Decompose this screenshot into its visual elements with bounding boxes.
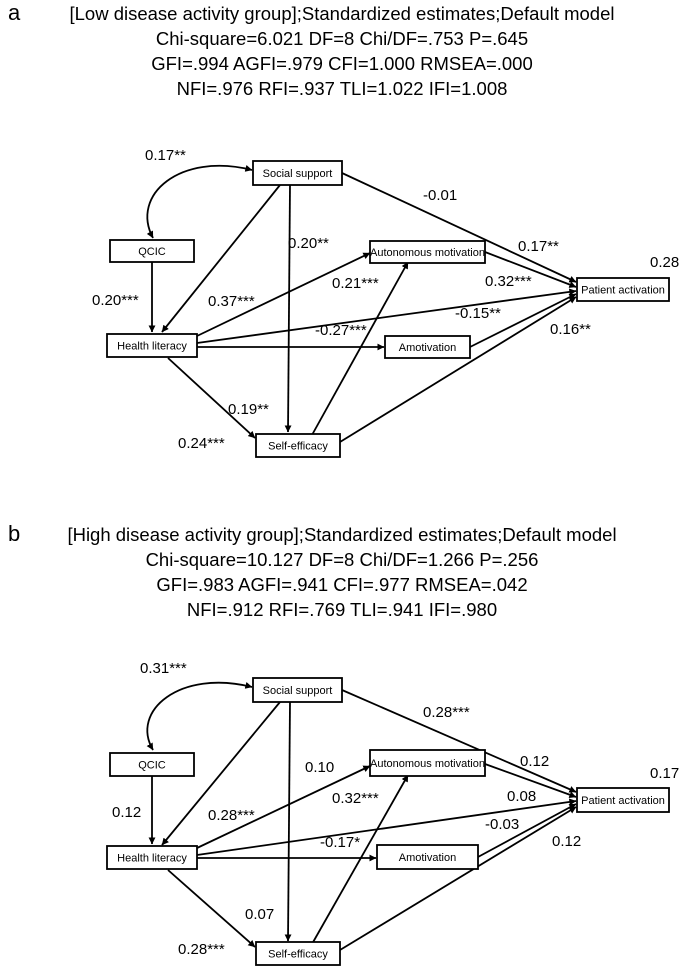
node-patient-activation: Patient activation [576, 787, 670, 813]
path-edges [146, 164, 577, 443]
model-title: [High disease activity group];Standardiz… [67, 524, 616, 545]
coef-self-auto: 0.32*** [332, 790, 379, 807]
svg-text:Autonomous motivation: Autonomous motivation [370, 247, 485, 259]
node-social-support: Social support [252, 677, 343, 703]
svg-text:Social support: Social support [263, 168, 333, 180]
edge-social-self [284, 701, 292, 942]
fit-line-1: Chi-square=10.127 DF=8 Chi/DF=1.266 P=.2… [146, 549, 539, 570]
panel-letter: b [8, 521, 20, 546]
edge-social-health [161, 701, 281, 846]
coef-health-patient: 0.08 [507, 788, 536, 805]
panel-letter: a [8, 0, 21, 25]
svg-text:Autonomous motivation: Autonomous motivation [370, 758, 485, 770]
path-coefficients: 0.31*** 0.12 0.28*** 0.12 0.17 0.10 0.28… [112, 660, 679, 958]
node-patient-activation: Patient activation [576, 277, 670, 302]
coef-health-auto: 0.37*** [208, 293, 255, 310]
coef-amot-patient: -0.03 [485, 816, 519, 833]
edge-social-self [284, 184, 292, 433]
node-self-efficacy: Self-efficacy [255, 433, 341, 458]
svg-text:Health literacy: Health literacy [117, 853, 187, 865]
coef-self-patient: 0.12 [552, 833, 581, 850]
node-qcic: QCIC [109, 239, 195, 263]
svg-text:Health literacy: Health literacy [117, 341, 187, 353]
covariance-arrow [146, 681, 253, 751]
coef-self-patient: 0.16** [550, 321, 591, 338]
edge-self-patient [339, 296, 577, 443]
edge-auto-patient [484, 763, 577, 799]
edge-amot-patient [477, 803, 577, 858]
fit-line-3: NFI=.976 RFI=.937 TLI=1.022 IFI=1.008 [177, 78, 508, 99]
edge-health-self [167, 357, 256, 439]
edge-self-patient [339, 806, 577, 951]
node-amotivation: Amotivation [376, 844, 479, 870]
edge-auto-patient [484, 251, 577, 288]
panel-a: a [Low disease activity group];Standardi… [8, 0, 679, 458]
coef-amot-patient: -0.15** [455, 305, 501, 322]
coef-qcic-health: 0.12 [112, 804, 141, 821]
coef-auto-patient: 0.17** [518, 238, 559, 255]
coef-social-auto: 0.10 [305, 759, 334, 776]
node-health-literacy: Health literacy [106, 333, 198, 358]
path-coefficients: 0.17** 0.20*** -0.01 0.17** 0.28 0.20** … [92, 147, 679, 452]
coef-social-self: 0.19** [228, 401, 269, 418]
svg-text:QCIC: QCIC [138, 246, 166, 258]
coef-health-amot: -0.27*** [315, 322, 367, 339]
edge-health-patient [196, 288, 577, 344]
coef-cov: 0.17** [145, 147, 186, 164]
edge-social-patient [341, 172, 577, 283]
fit-line-2: GFI=.994 AGFI=.979 CFI=1.000 RMSEA=.000 [151, 53, 533, 74]
panel-b: b [High disease activity group];Standard… [8, 521, 679, 966]
coef-self-auto: 0.21*** [332, 275, 379, 292]
fit-line-3: NFI=.912 RFI=.769 TLI=.941 IFI=.980 [187, 599, 497, 620]
fit-line-1: Chi-square=6.021 DF=8 Chi/DF=.753 P=.645 [156, 28, 528, 49]
node-qcic: QCIC [109, 752, 195, 777]
r-squared-patient: 0.17 [650, 765, 679, 782]
coef-health-auto: 0.28*** [208, 807, 255, 824]
svg-text:Patient activation: Patient activation [581, 285, 665, 297]
covariance-arrow [146, 164, 253, 239]
r-squared-patient: 0.28 [650, 254, 679, 271]
edge-health-patient [196, 798, 577, 856]
svg-text:Social support: Social support [263, 685, 333, 697]
coef-social-auto: 0.20** [288, 235, 329, 252]
edge-health-auto [196, 765, 371, 849]
edge-social-patient [341, 689, 577, 793]
node-autonomous-motivation: Autonomous motivation [369, 240, 486, 264]
edge-self-auto [311, 261, 409, 436]
node-autonomous-motivation: Autonomous motivation [369, 749, 486, 777]
svg-text:Amotivation: Amotivation [399, 342, 456, 354]
coef-qcic-health: 0.20*** [92, 292, 139, 309]
svg-text:Amotivation: Amotivation [399, 852, 456, 864]
coef-social-patient: -0.01 [423, 187, 457, 204]
path-edges [146, 681, 577, 951]
svg-text:Self-efficacy: Self-efficacy [268, 441, 328, 453]
node-self-efficacy: Self-efficacy [255, 941, 341, 966]
edge-amot-patient [469, 293, 577, 348]
node-social-support: Social support [252, 160, 343, 186]
svg-text:QCIC: QCIC [138, 760, 166, 772]
model-title: [Low disease activity group];Standardize… [69, 3, 614, 24]
svg-text:Patient activation: Patient activation [581, 795, 665, 807]
coef-auto-patient: 0.12 [520, 753, 549, 770]
coef-health-self: 0.28*** [178, 941, 225, 958]
coef-health-amot: -0.17* [320, 834, 360, 851]
node-health-literacy: Health literacy [106, 845, 198, 870]
coef-social-self: 0.07 [245, 906, 274, 923]
svg-text:Self-efficacy: Self-efficacy [268, 949, 328, 961]
node-amotivation: Amotivation [384, 335, 471, 359]
fit-line-2: GFI=.983 AGFI=.941 CFI=.977 RMSEA=.042 [156, 574, 527, 595]
coef-cov: 0.31*** [140, 660, 187, 677]
edge-health-auto [196, 252, 371, 337]
coef-health-self: 0.24*** [178, 435, 225, 452]
coef-social-patient: 0.28*** [423, 704, 470, 721]
edge-social-health [161, 184, 281, 333]
edge-health-self [167, 869, 256, 948]
edge-self-auto [311, 774, 409, 945]
coef-health-patient: 0.32*** [485, 273, 532, 290]
